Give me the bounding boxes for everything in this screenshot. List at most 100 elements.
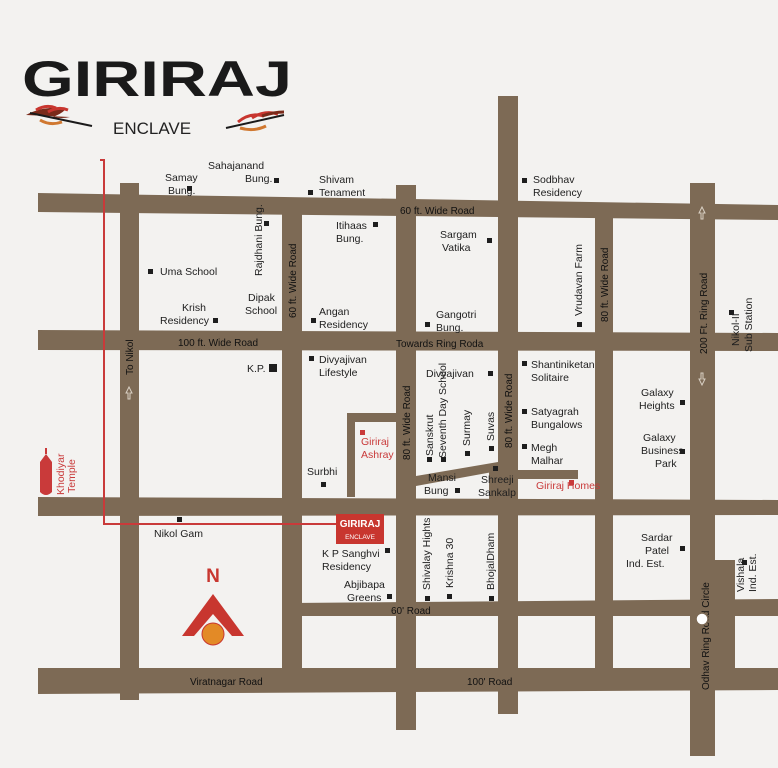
road-ashray-lane [347, 413, 397, 497]
place-sanskrut: Sanskrut [424, 414, 436, 456]
place-marker [489, 446, 494, 451]
route-line [100, 159, 336, 525]
laurel-right-icon [225, 110, 285, 132]
road-label-ring-200: 200 Ft. Ring Road [699, 273, 710, 354]
place-marker [373, 222, 378, 227]
brand-title: GIRIRAJ [22, 51, 292, 107]
place-rajdhani: Rajdhani Bung. [253, 204, 265, 276]
place-kp: K.P. [247, 363, 266, 375]
place-marker [425, 322, 430, 327]
project-badge-title: GIRIRAJ [340, 519, 381, 530]
road-odhav [715, 560, 735, 690]
road-label-80ft-center: 80 ft. Wide Road [402, 386, 413, 460]
compass-dot-icon [201, 622, 225, 646]
place-surbhi: Surbhi [307, 466, 337, 478]
road-label-towards-ring: Towards Ring Roda [396, 339, 484, 350]
place-marker [522, 444, 527, 449]
road-sanskrut-lane [416, 462, 498, 486]
north-compass: N [182, 566, 244, 646]
direction-arrows [125, 205, 706, 400]
place-krishna: Krishna 30 [444, 538, 456, 588]
place-suvas: Suvas [485, 412, 497, 441]
place-marker [385, 548, 390, 553]
place-giriraj-homes: Giriraj Homes [536, 480, 600, 492]
road-vrudavan [595, 205, 613, 690]
place-marker [465, 451, 470, 456]
place-marker [680, 546, 685, 551]
place-marker [569, 480, 574, 485]
brand-subtitle: ENCLAVE [113, 119, 191, 138]
road-label-to-nikol: To Nikol [125, 339, 136, 375]
place-seventh-day: Seventh Day School [437, 363, 449, 458]
place-marker [425, 596, 430, 601]
arrow-down-icon [698, 372, 706, 387]
project-location-marker: GIRIRAJ ENCLAVE [336, 514, 384, 544]
compass-arrow-icon [182, 594, 244, 636]
place-marker [577, 322, 582, 327]
road-label-60ft-top: 60 ft. Wide Road [400, 206, 474, 217]
circle-junction-icon [695, 612, 709, 626]
place-vishala: VishalaInd. Est. [735, 553, 759, 592]
place-marker [441, 457, 446, 462]
place-marker [309, 356, 314, 361]
place-khodiyar: KhodiyarTemple [55, 453, 78, 495]
road-ring-200 [690, 183, 715, 756]
road-80ft-right [498, 96, 518, 714]
place-marker [487, 238, 492, 243]
place-marker [321, 482, 326, 487]
place-marker [187, 186, 192, 191]
road-shreeji-lane [489, 471, 498, 500]
place-marker [680, 400, 685, 405]
road-megh-lane [518, 470, 578, 479]
road-label-80ft-right: 80 ft. Wide Road [504, 374, 515, 448]
road-label-60ft-bottom: 60' Road [391, 606, 431, 617]
place-marker [311, 318, 316, 323]
place-marker [447, 594, 452, 599]
place-marker [493, 466, 498, 471]
place-marker [522, 409, 527, 414]
arrow-up-icon [698, 205, 706, 220]
project-badge [336, 514, 384, 544]
place-vrudavan: Vrudavan Farm [573, 244, 585, 316]
place-marker [489, 596, 494, 601]
place-marker [455, 488, 460, 493]
place-marker [264, 221, 269, 226]
place-marker [522, 178, 527, 183]
place-nikol2: Nikol-II [730, 313, 742, 346]
road-network [38, 96, 778, 756]
arrow-up-icon [125, 385, 133, 400]
place-marker [269, 364, 277, 372]
place-divyajivan: Divyajivan [426, 368, 474, 380]
laurel-left-icon [26, 104, 93, 127]
place-nikol-gam: Nikol Gam [154, 528, 203, 540]
place-marker [177, 517, 182, 522]
compass-north-label: N [206, 566, 220, 587]
project-badge-subtitle: ENCLAVE [345, 534, 376, 541]
road-label-odhav: Odhav Ring Road Circle [701, 582, 712, 690]
road-to-nikol [120, 183, 139, 700]
place-marker [729, 310, 734, 315]
place-marker [387, 594, 392, 599]
place-marker [308, 190, 313, 195]
place-marker [213, 318, 218, 323]
road-80ft-center [396, 185, 416, 730]
temple-icon [40, 448, 52, 495]
place-marker [680, 449, 685, 454]
